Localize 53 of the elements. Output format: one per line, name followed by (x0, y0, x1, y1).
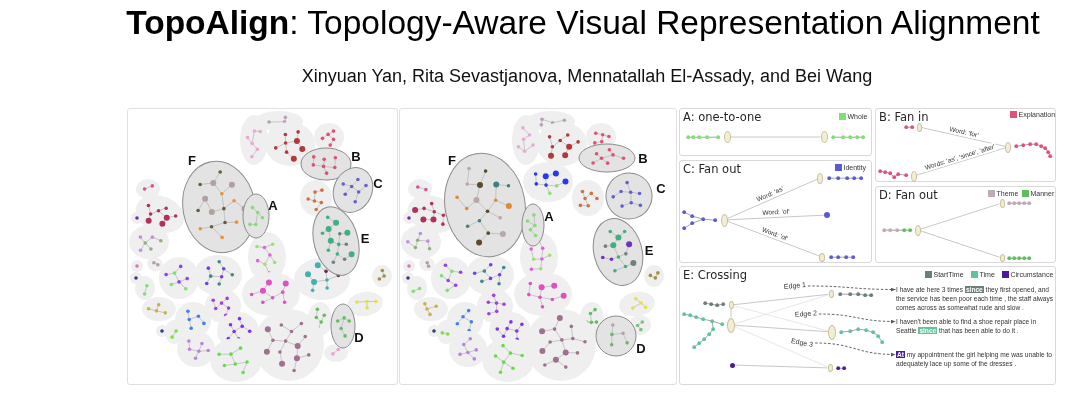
callout-letter: A (544, 209, 554, 223)
edge-line (730, 308, 732, 318)
callout-letter: E (360, 231, 370, 245)
edge-line (733, 293, 829, 306)
node-ellipse (720, 213, 728, 227)
edge-line (734, 294, 829, 325)
edge-line (733, 305, 829, 332)
callout-letter: C (656, 181, 666, 195)
node-ellipse (723, 131, 731, 143)
panel-heading: E: Crossing (683, 268, 748, 282)
callout-letter: D (354, 330, 364, 344)
node-ellipse (727, 317, 735, 333)
callout-letter: F (188, 153, 196, 167)
edge-line (726, 178, 818, 219)
edge-line (734, 326, 829, 368)
node-ellipse (817, 172, 823, 184)
node-ellipse (819, 252, 825, 262)
edge-line (734, 324, 829, 333)
edge-line (921, 127, 1006, 147)
panel-card (679, 266, 1056, 385)
panel-card (679, 108, 872, 156)
callout-letter: C (373, 176, 383, 190)
callout-letter: B (638, 151, 648, 165)
node-ellipse (1005, 141, 1011, 153)
author-list: Xinyuan Yan, Rita Sevastjanova, Mennatallah El-Assady, and Bei Wang (301, 66, 873, 87)
node-ellipse (999, 198, 1005, 208)
paper-title: TopoAlign: Topology-Aware Visual Representation Alignment (126, 4, 1040, 42)
node-ellipse (911, 170, 917, 182)
edge-line (920, 203, 1000, 230)
callout-letter: A (268, 198, 278, 212)
edge-line (916, 147, 1006, 176)
node-ellipse (827, 364, 833, 372)
callout-letter: F (448, 153, 456, 167)
callout-letter: E (644, 243, 654, 257)
callout-letter: B (351, 149, 361, 163)
panel-heading: B: Fan in (879, 110, 929, 124)
node-ellipse (820, 131, 828, 143)
panel-heading: A: one-to-one (683, 110, 762, 124)
edge-line (727, 214, 825, 221)
node-dot (729, 362, 735, 368)
node-dot (824, 212, 830, 218)
edge-line (920, 230, 1000, 258)
panel-heading: D: Fan out (879, 188, 938, 202)
node-ellipse (915, 224, 921, 236)
node-ellipse (999, 254, 1005, 262)
node-ellipse (728, 301, 734, 309)
callout-letter: D (636, 341, 646, 355)
edge-line (734, 364, 828, 369)
panel-heading: C: Fan out (683, 162, 741, 176)
node-ellipse (828, 324, 836, 340)
edge-line (726, 220, 820, 257)
node-ellipse (828, 290, 834, 298)
node-ellipse (916, 122, 922, 132)
